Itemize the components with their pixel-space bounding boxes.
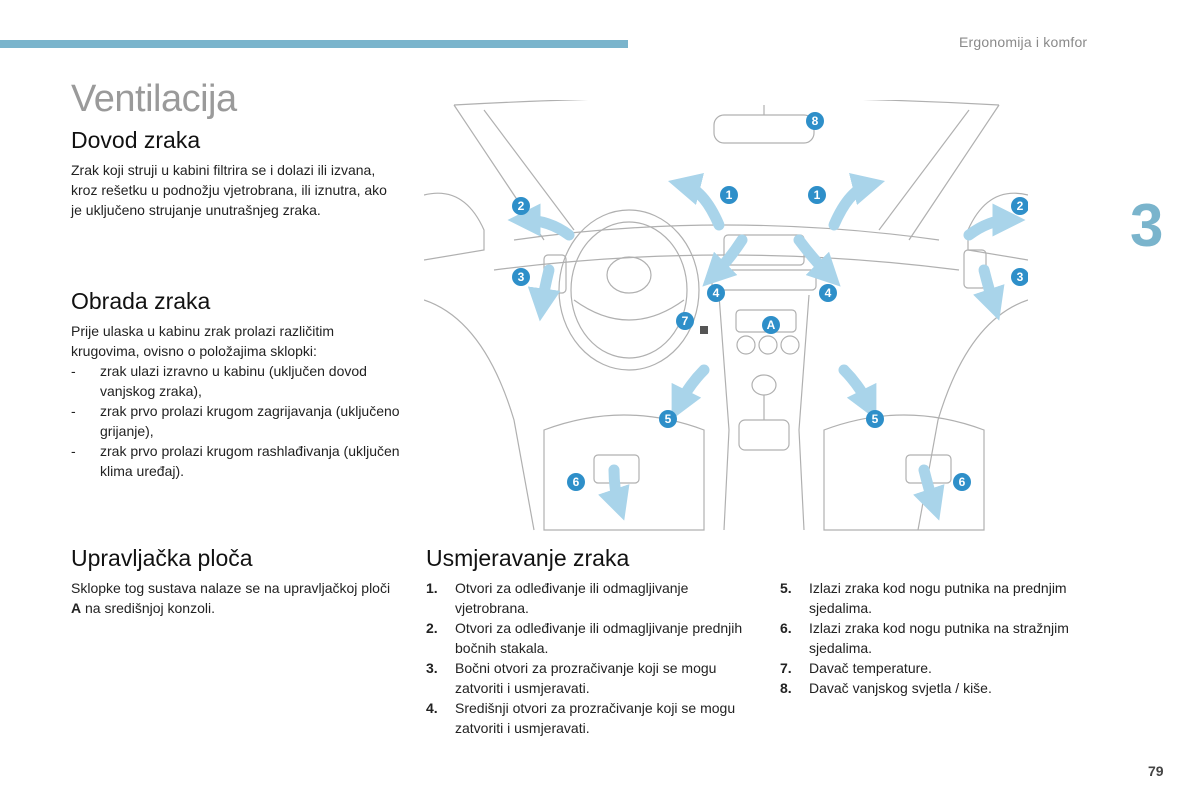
airflow-arrows [507,173,1026,521]
item-text: Davač temperature. [809,660,932,676]
svg-text:1: 1 [814,188,821,202]
list-item: - zrak prvo prolazi krugom zagrijavanja (… [71,401,401,441]
item-number: 4. [426,700,438,716]
svg-text:2: 2 [1017,199,1024,213]
section-header: Ergonomija i komfor [959,34,1088,50]
item-number: 6. [780,620,792,636]
svg-text:6: 6 [573,475,580,489]
list-item: - zrak ulazi izravno u kabinu (uključen d… [71,361,401,401]
list-item: 2. Otvori za odleđivanje ili odmagljivanj… [426,618,746,658]
obrada-intro: Prije ulaska u kabinu zrak prolazi razli… [71,323,334,359]
callout-6-right: 6 [953,473,971,491]
svg-text:3: 3 [518,270,525,284]
item-text: Izlazi zraka kod nogu putnika na prednji… [809,580,1067,616]
chapter-number: 3 [1130,192,1164,259]
dash-bullet: - [71,443,76,459]
list-item-text: zrak prvo prolazi krugom zagrijavanja (u… [100,403,400,439]
header-accent-bar [0,40,628,48]
obrada-list: - zrak ulazi izravno u kabinu (uključen d… [71,361,401,481]
callout-5-right: 5 [866,410,884,428]
item-number: 1. [426,580,438,596]
item-number: 3. [426,660,438,676]
callout-3-right: 3 [1011,268,1028,286]
list-item-text: zrak ulazi izravno u kabinu (uključen do… [100,363,367,399]
item-number: 8. [780,680,792,696]
callout-4-left: 4 [707,284,725,302]
upravljacka-text-part: na središnjoj konzoli. [81,600,215,616]
temperature-sensor [700,326,708,334]
item-text: Davač vanjskog svjetla / kiše. [809,680,992,696]
item-text: Otvori za odleđivanje ili odmagljivanje … [455,620,743,656]
svg-text:4: 4 [713,286,720,300]
list-item: 3. Bočni otvori za prozračivanje koji se … [426,658,746,698]
list-item-text: zrak prvo prolazi krugom rashlađivanja (… [100,443,400,479]
item-text: Bočni otvori za prozračivanje koji se mo… [455,660,717,696]
svg-text:4: 4 [825,286,832,300]
svg-text:5: 5 [872,412,879,426]
item-number: 5. [780,580,792,596]
callout-6-left: 6 [567,473,585,491]
upravljacka-text-part: Sklopke tog sustava nalaze se na upravlj… [71,580,391,596]
usmjeravanje-list-right: 5. Izlazi zraka kod nogu putnika na predn… [780,578,1100,698]
dovod-heading: Dovod zraka [71,127,201,153]
callout-2-right: 2 [1011,197,1028,215]
usmjeravanje-heading: Usmjeravanje zraka [426,545,630,571]
svg-text:1: 1 [726,188,733,202]
item-number: 2. [426,620,438,636]
panel-label-bold: A [71,600,82,616]
callout-A: A [762,316,780,334]
upravljacka-text: Sklopke tog sustava nalaze se na upravlj… [71,578,401,618]
list-item: 8. Davač vanjskog svjetla / kiše. [780,678,1100,698]
callout-1-right: 1 [808,186,826,204]
upravljacka-heading: Upravljačka ploča [71,545,253,571]
dovod-text: Zrak koji struji u kabini filtrira se i … [71,162,387,218]
ventilation-diagram: 1 1 2 2 3 3 4 4 5 5 6 6 7 8 A [424,100,1028,531]
svg-text:A: A [767,318,776,332]
callout-5-left: 5 [659,410,677,428]
svg-text:7: 7 [682,314,689,328]
svg-text:2: 2 [518,199,525,213]
callout-7: 7 [676,312,694,330]
callout-2-left: 2 [512,197,530,215]
item-text: Središnji otvori za prozračivanje koji s… [455,700,736,736]
obrada-heading: Obrada zraka [71,288,211,314]
list-item: 1. Otvori za odleđivanje ili odmagljivanj… [426,578,746,618]
callout-8: 8 [806,112,824,130]
page-number: 79 [1148,763,1164,779]
callout-1-left: 1 [720,186,738,204]
cabin-outline [424,100,1028,531]
svg-text:3: 3 [1017,270,1024,284]
svg-text:5: 5 [665,412,672,426]
dash-bullet: - [71,403,76,419]
svg-text:8: 8 [812,114,819,128]
usmjeravanje-list-left: 1. Otvori za odleđivanje ili odmagljivanj… [426,578,746,738]
diagram-callouts: 1 1 2 2 3 3 4 4 5 5 6 6 7 8 A [512,112,1028,491]
page-title: Ventilacija [71,78,237,120]
list-item: 7. Davač temperature. [780,658,1100,678]
list-item: 6. Izlazi zraka kod nogu putnika na straž… [780,618,1100,658]
callout-4-right: 4 [819,284,837,302]
item-text: Otvori za odleđivanje ili odmagljivanje … [455,580,689,616]
list-item: 5. Izlazi zraka kod nogu putnika na predn… [780,578,1100,618]
dash-bullet: - [71,363,76,379]
list-item: 4. Središnji otvori za prozračivanje koji… [426,698,746,738]
item-text: Izlazi zraka kod nogu putnika na stražnj… [809,620,1069,656]
item-number: 7. [780,660,792,676]
callout-3-left: 3 [512,268,530,286]
svg-text:6: 6 [959,475,966,489]
list-item: - zrak prvo prolazi krugom rashlađivanja … [71,441,401,481]
